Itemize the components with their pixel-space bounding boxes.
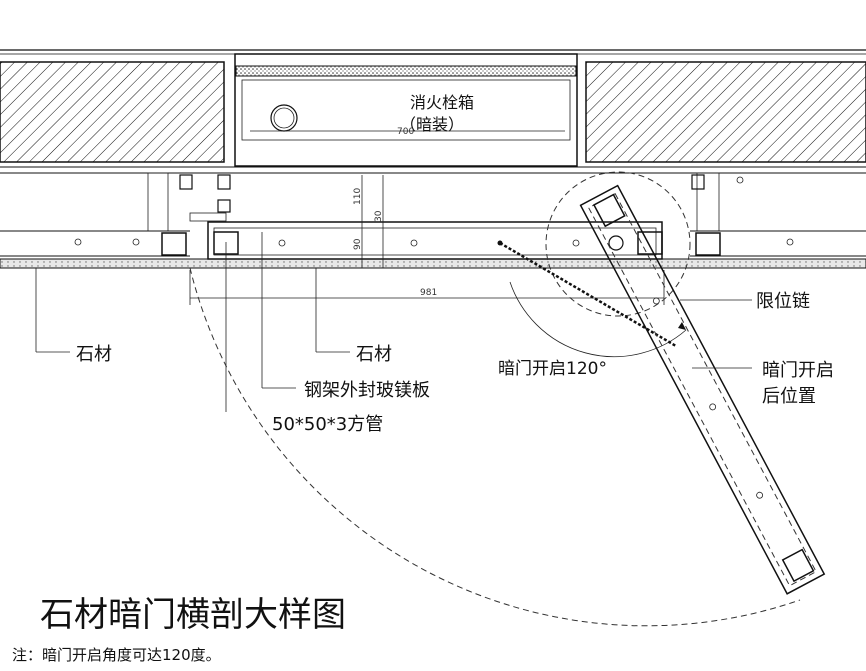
- drawing-title: 石材暗门横剖大样图: [40, 595, 346, 635]
- hinge-sweep-circle: [545, 171, 691, 317]
- door-hinge-icon: [608, 235, 624, 251]
- door-panel-inner: [213, 227, 657, 256]
- right-post: [696, 172, 720, 232]
- right-square-tube: [695, 232, 721, 256]
- left-post: [147, 172, 169, 232]
- left-bolt-1: [74, 238, 82, 246]
- depth-30-dimension: 30: [374, 210, 384, 222]
- angle-arrow-icon: [678, 322, 686, 330]
- door-bolt-2: [410, 239, 418, 247]
- stone-facing-strip: [0, 258, 866, 269]
- square-tube-label: 50*50*3方管: [272, 414, 383, 435]
- drawing-note: 注：暗门开启角度可达120度。: [12, 646, 221, 664]
- hydrant-box-top-layer: [235, 65, 577, 77]
- door-open-angle-label: 暗门开启120°: [498, 359, 607, 379]
- door-width-dimension: 981: [420, 288, 437, 298]
- door-panel-closed: [207, 221, 663, 260]
- hydrant-box-inner: [241, 79, 571, 141]
- limit-chain-line: [499, 241, 677, 348]
- box-width-dimension: 700: [397, 127, 414, 137]
- door-panel-open: [579, 184, 826, 595]
- right-bracket-1: [691, 174, 705, 190]
- left-bracket-3: [217, 199, 231, 213]
- door-bolt-3: [572, 239, 580, 247]
- open-position-label-2: 后位置: [762, 386, 816, 407]
- right-wall-hatch: [585, 61, 866, 163]
- left-bracket-1: [179, 174, 193, 190]
- open-position-label-1: 暗门开启: [762, 360, 834, 381]
- door-bolt-1: [278, 239, 286, 247]
- depth-90-dimension: 90: [353, 238, 363, 250]
- left-bracket-2: [217, 174, 231, 190]
- hydrant-box-outline: [234, 53, 578, 167]
- depth-110-dimension: 110: [353, 188, 363, 205]
- left-wall-hatch: [0, 61, 225, 163]
- left-square-tube: [161, 232, 187, 256]
- hydrant-valve-icon: [270, 104, 298, 132]
- right-bolt-1: [786, 238, 794, 246]
- limit-chain-label: 限位链: [756, 291, 810, 312]
- left-bolt-2: [132, 238, 140, 246]
- opening-angle-arc: [509, 281, 687, 358]
- hydrant-box-sub-label: （暗装）: [400, 115, 464, 134]
- right-bolt-2: [736, 176, 744, 184]
- stone-label-mid: 石材: [356, 344, 392, 365]
- hydrant-box-label: 消火栓箱: [410, 93, 474, 112]
- left-step-plate: [189, 212, 227, 222]
- door-swing-arc: [189, 267, 801, 627]
- door-square-tube-right: [637, 231, 663, 255]
- stone-label-left: 石材: [76, 344, 112, 365]
- steel-frame-label: 钢架外封玻镁板: [304, 380, 430, 401]
- hydrant-valve-inner: [273, 107, 295, 129]
